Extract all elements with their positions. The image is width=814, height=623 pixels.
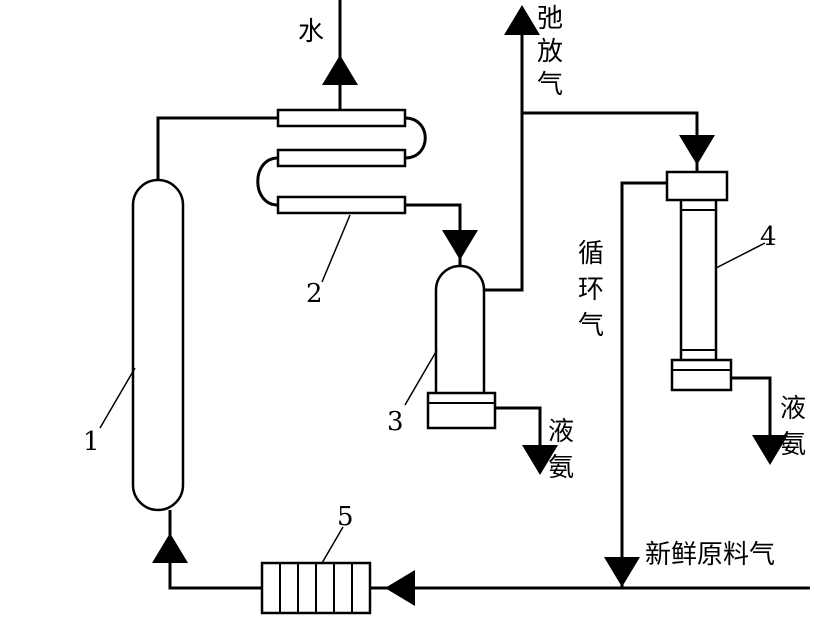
label-water: 水 [298,17,324,47]
water-cooler-2 [256,108,427,215]
pipe-recycle-gas [620,181,667,588]
label-recycle-1: 循 [578,239,604,269]
label-recycle-3: 气 [578,311,604,341]
heat-exchanger-5 [260,561,372,615]
pipe-cooler-to-separator [405,203,462,265]
cold-exchanger-4 [665,170,733,392]
label-fresh-feed: 新鲜原料气 [645,540,775,570]
label-number-1: 1 [83,427,100,457]
pipe-liquid-ammonia-4 [731,376,772,460]
ammonia-separator-3 [426,264,497,430]
label-number-4: 4 [760,222,777,252]
label-liquid-ammonia-3b: 氨 [548,453,574,483]
pipe-purge [483,8,524,292]
label-purge-2: 放 [537,37,563,67]
pipes [152,0,810,606]
label-liquid-ammonia-4b: 氨 [780,430,806,460]
label-number-3: 3 [387,407,404,437]
label-liquid-ammonia-4a: 液 [780,394,806,424]
pipe-preheater-to-reactor [168,510,262,590]
label-purge-3: 气 [537,70,563,100]
pipe-reactor-to-cooler [156,116,278,182]
pipe-to-column [522,111,699,172]
label-number-2: 2 [306,279,323,309]
label-liquid-ammonia-3a: 液 [548,417,574,447]
reactor-1 [131,178,185,512]
label-purge-1: 弛 [537,4,563,34]
pipe-liquid-ammonia-3 [495,406,542,470]
label-number-5: 5 [337,502,354,532]
label-recycle-2: 环 [578,275,604,305]
